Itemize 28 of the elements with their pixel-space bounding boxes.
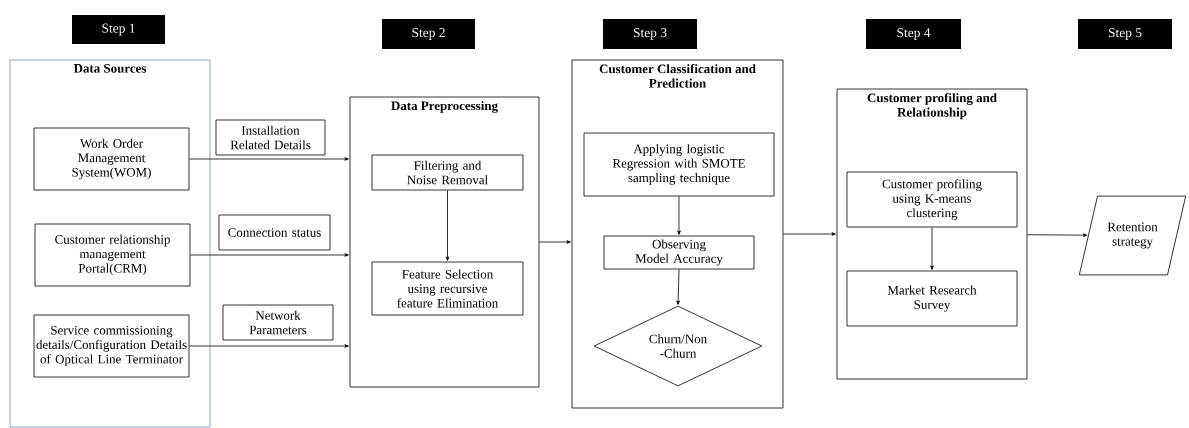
process-box: Work Order Management System(WOM) bbox=[33, 127, 190, 191]
process-box: Customer relationship management Portal(CRM) bbox=[34, 223, 191, 287]
arrow bbox=[445, 190, 450, 261]
arrow bbox=[676, 269, 680, 305]
step-label: Step 1 bbox=[72, 15, 165, 44]
arrow bbox=[1027, 233, 1088, 237]
step-label: Step 4 bbox=[866, 19, 961, 49]
arrow bbox=[189, 344, 349, 348]
edge-label: Installation Related Details bbox=[215, 119, 326, 156]
edge-label: Network Parameters bbox=[222, 304, 334, 341]
arrow bbox=[930, 227, 934, 270]
process-box: Filtering and Noise Removal bbox=[371, 154, 524, 191]
arrow bbox=[190, 253, 349, 257]
process-box: Feature Selection using recursive feature Elimination bbox=[371, 261, 524, 316]
process-box: Market Research Survey bbox=[846, 270, 1018, 327]
process-box: Service commissioning details/Configuration Details of Optical Line Terminator bbox=[33, 314, 190, 378]
step-label: Step 5 bbox=[1078, 19, 1172, 49]
arrow bbox=[783, 232, 836, 236]
arrow bbox=[677, 196, 681, 235]
arrow bbox=[539, 240, 571, 244]
arrow bbox=[189, 157, 349, 161]
edge-label: Connection status bbox=[218, 214, 331, 251]
process-box: Observing Model Accuracy bbox=[603, 235, 755, 270]
step-label: Step 2 bbox=[382, 19, 475, 49]
output-parallelogram: Retention strategy bbox=[1078, 195, 1187, 276]
step-label: Step 3 bbox=[603, 19, 697, 49]
process-box: Customer profiling using K-means clustering bbox=[846, 171, 1018, 228]
process-box: Applying logistic Regression with SMOTE sampling technique bbox=[583, 132, 775, 197]
